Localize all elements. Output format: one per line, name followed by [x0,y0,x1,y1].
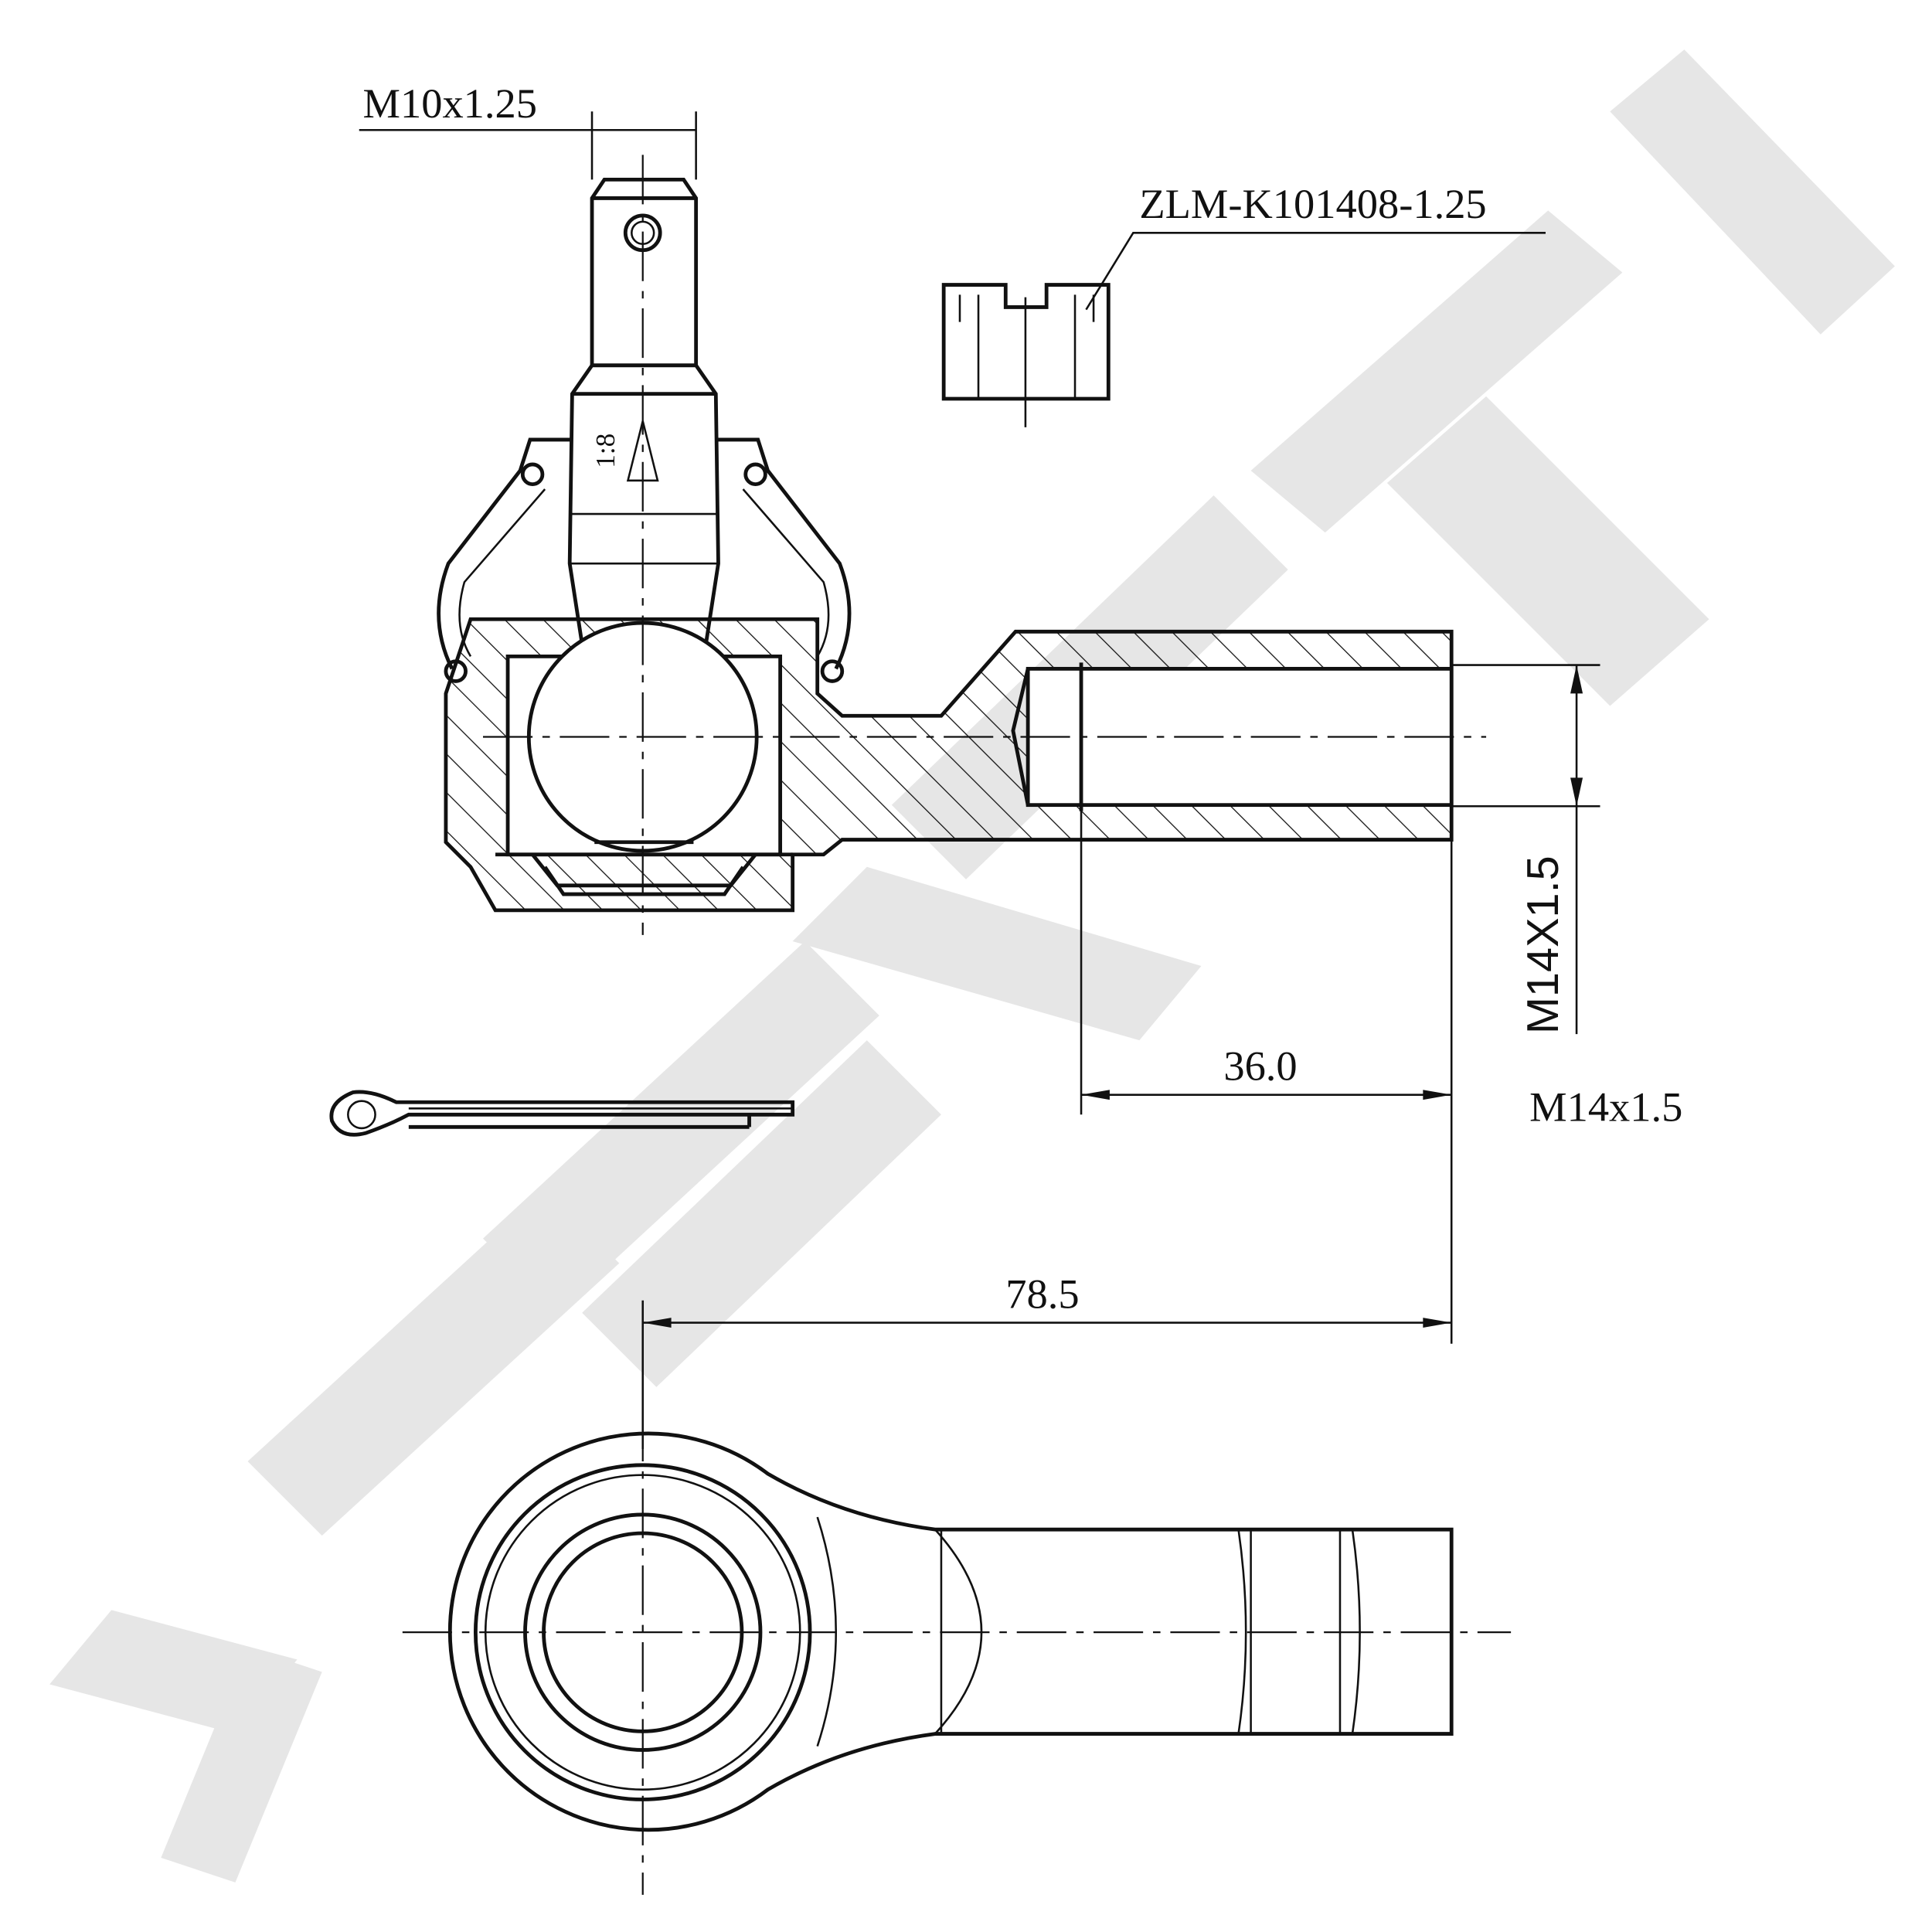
bore-diameter-dimension: M14X1.5 [1451,664,1600,1035]
cotter-pin [329,1090,795,1137]
thread-length-dimension: 36.0 M14x1.5 [1080,804,1682,1344]
thread-length-label: 36.0 [1223,1042,1297,1089]
taper-label: 1:8 [590,434,621,468]
castle-nut: ZLM-K101408-1.25 [941,180,1546,427]
stud-thread-dimension: M10x1.25 [359,80,697,180]
ball-stud: 1:8 [567,177,720,646]
housing-section [444,617,1454,913]
overall-length-label: 78.5 [1005,1270,1079,1317]
nut-part-number: ZLM-K101408-1.25 [1139,180,1486,227]
thread-vertical-label: M14X1.5 [1519,855,1568,1034]
watermark-logo [49,49,1895,1883]
top-view [402,1411,1512,1895]
stud-thread-label: M10x1.25 [363,80,537,127]
overall-length-dimension: 78.5 [641,1270,1452,1449]
thread-callout-label: M14x1.5 [1529,1083,1682,1130]
